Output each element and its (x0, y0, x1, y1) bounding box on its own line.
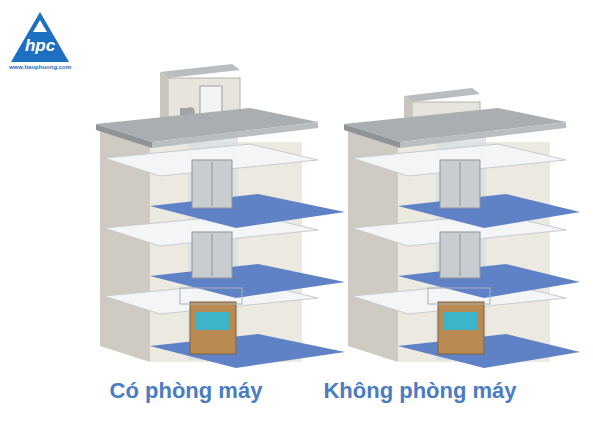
logo-text: hpc (25, 36, 55, 56)
logo-mark (33, 20, 47, 32)
logo-triangle (11, 12, 69, 62)
caption: Không phòng máy (323, 378, 516, 404)
website-url: www.haophuong.com (9, 64, 71, 70)
caption: Có phòng máy (110, 378, 263, 404)
building-with-machine-room (96, 64, 345, 368)
building-without-machine-room (344, 88, 580, 368)
